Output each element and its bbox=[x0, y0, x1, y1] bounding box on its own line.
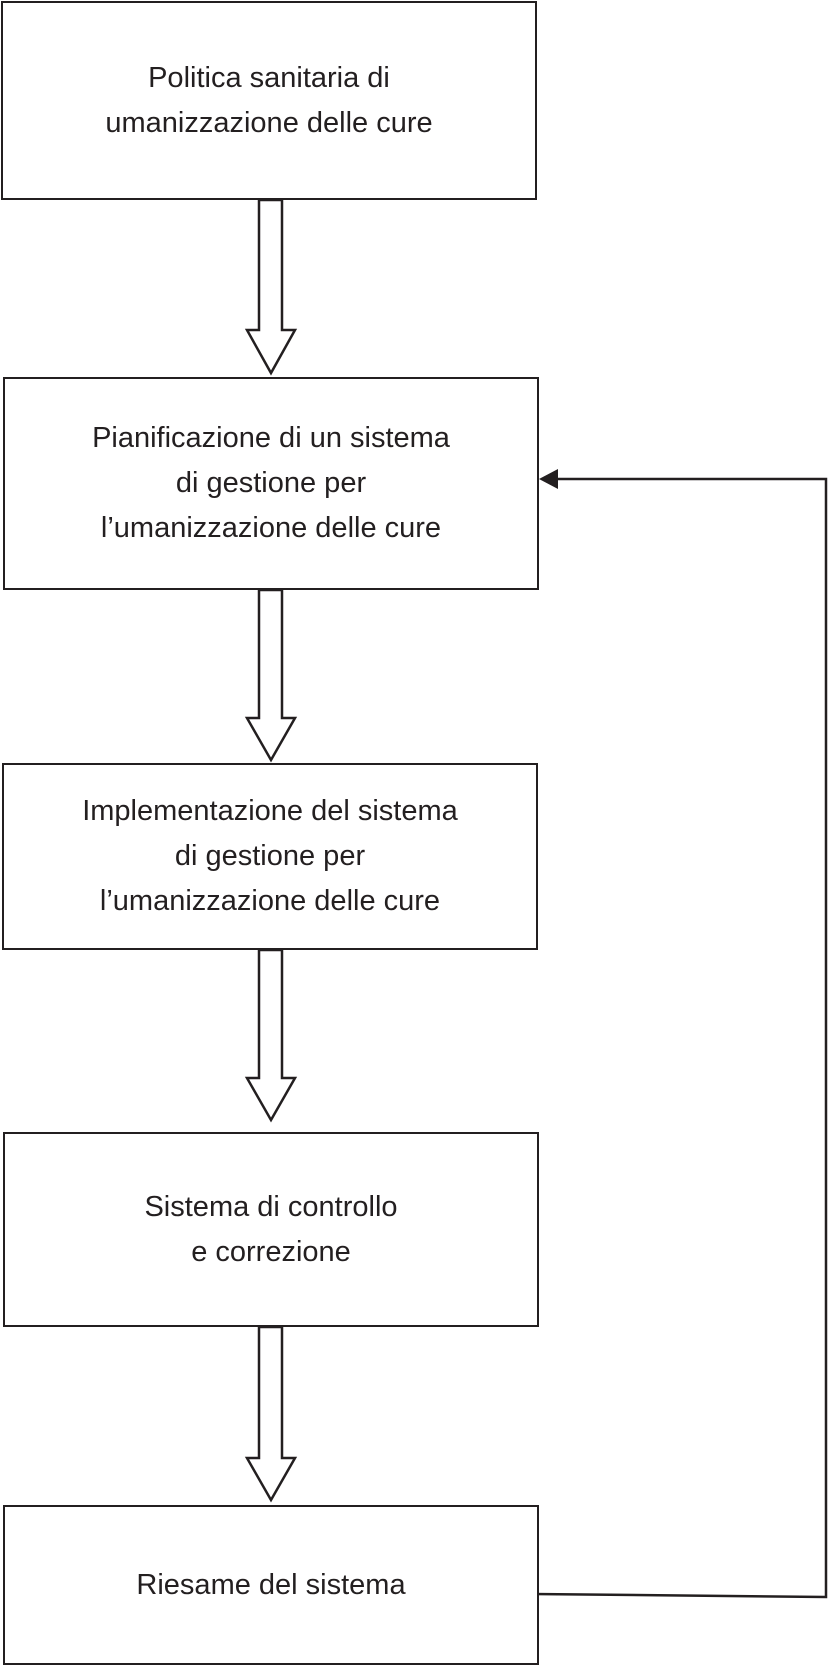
box-sistema-controllo: Sistema di controllo e correzione bbox=[3, 1132, 539, 1327]
feedback-line bbox=[531, 477, 828, 1599]
box-implementazione: Implementazione del sistema di gestione … bbox=[2, 763, 538, 950]
box-implementazione-label: Implementazione del sistema di gestione … bbox=[82, 795, 458, 917]
box-politica-sanitaria-label: Politica sanitaria di umanizzazione dell… bbox=[105, 61, 433, 139]
arrow-pianificazione-to-implementazione bbox=[244, 588, 298, 763]
feedback-arrowhead bbox=[539, 469, 558, 489]
box-riesame: Riesame del sistema bbox=[3, 1505, 539, 1665]
box-politica-sanitaria: Politica sanitaria di umanizzazione dell… bbox=[1, 1, 537, 200]
box-riesame-label: Riesame del sistema bbox=[136, 1568, 406, 1601]
box-pianificazione: Pianificazione di un sistema di gestione… bbox=[3, 377, 539, 590]
arrow-implementazione-to-controllo bbox=[244, 948, 298, 1123]
arrow-politica-to-pianificazione bbox=[244, 198, 298, 376]
arrow-controllo-to-riesame bbox=[244, 1325, 298, 1503]
box-pianificazione-label: Pianificazione di un sistema di gestione… bbox=[92, 422, 450, 544]
box-sistema-controllo-label: Sistema di controllo e correzione bbox=[144, 1190, 398, 1268]
